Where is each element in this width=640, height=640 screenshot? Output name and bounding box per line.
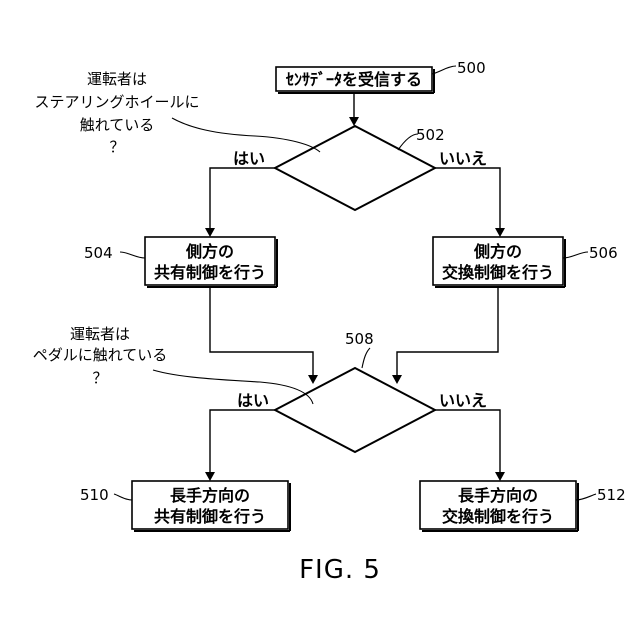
process-box-504: 側方の 共有制御を行う [145, 237, 277, 287]
ref-500-leader [432, 66, 456, 74]
box510-line1: 長手方向の [170, 486, 250, 505]
question2-line3: ？ [92, 369, 107, 387]
box510-line2: 共有制御を行う [154, 507, 266, 526]
ref-510: 510 [80, 486, 109, 504]
figure-caption: FIG. 5 [299, 555, 381, 585]
ref-508-leader [362, 348, 370, 368]
question2-line2: ペダルに触れている [33, 346, 168, 364]
ref-506-leader [563, 252, 588, 258]
ref-506: 506 [589, 244, 618, 262]
question2-line1: 運転者は [70, 325, 130, 343]
box512-line1: 長手方向の [458, 486, 538, 505]
box504-line1: 側方の [185, 242, 234, 261]
ref-502: 502 [416, 126, 445, 144]
ref-504-leader [120, 252, 145, 258]
question1-line1: 運転者は [87, 70, 147, 88]
ref-502-leader [398, 134, 418, 150]
box506-line2: 交換制御を行う [442, 263, 554, 282]
start-step-label: ｾﾝｻﾃﾞｰﾀを受信する [285, 70, 422, 89]
decision1-no-label: いいえ [439, 149, 487, 168]
ref-504: 504 [84, 244, 113, 262]
process-box-510: 長手方向の 共有制御を行う [132, 481, 290, 531]
question1-line2: ステアリングホイールに [34, 93, 199, 111]
question2-leader [153, 370, 313, 404]
decision2-no-label: いいえ [439, 391, 487, 410]
decision-steering-diamond [275, 126, 435, 210]
process-box-512: 長手方向の 交換制御を行う [420, 481, 578, 531]
question1-line3: 触れている [80, 116, 155, 134]
decision-steering-question: 運転者は ステアリングホイールに 触れている ？ [34, 70, 199, 156]
ref-510-leader [114, 494, 132, 500]
ref-512: 512 [597, 486, 626, 504]
box506-line1: 側方の [473, 242, 522, 261]
decision-pedal-diamond [275, 368, 435, 452]
ref-500: 500 [457, 59, 486, 77]
ref-508: 508 [345, 330, 374, 348]
box504-line2: 共有制御を行う [154, 263, 266, 282]
question1-line4: ？ [109, 138, 124, 156]
start-step: ｾﾝｻﾃﾞｰﾀを受信する [276, 67, 434, 93]
decision-pedal-question: 運転者は ペダルに触れている ？ [33, 325, 168, 387]
decision1-yes-label: はい [233, 149, 265, 168]
process-box-506: 側方の 交換制御を行う [433, 237, 565, 287]
box512-line2: 交換制御を行う [442, 507, 554, 526]
decision2-yes-label: はい [237, 391, 269, 410]
question1-leader [172, 118, 320, 152]
